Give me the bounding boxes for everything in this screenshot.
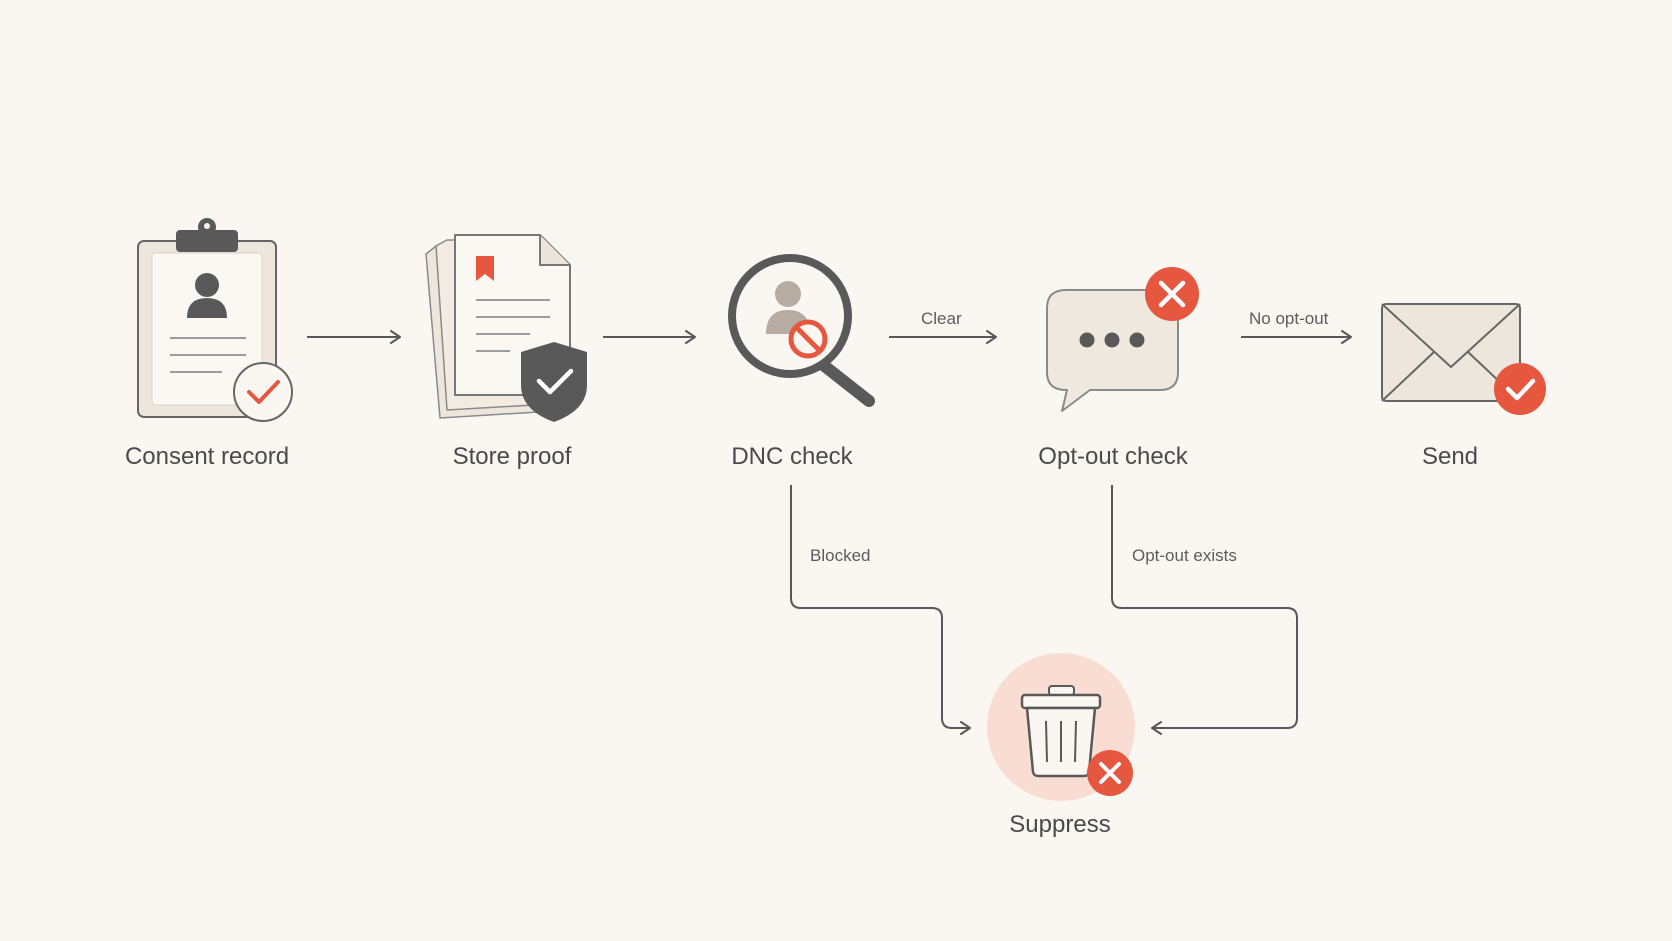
chat-bubble-x-icon xyxy=(1046,267,1199,412)
node-label-send: Send xyxy=(1421,443,1479,470)
magnifier-blocked-user-icon xyxy=(728,254,875,407)
x-badge-icon xyxy=(1087,750,1133,796)
node-label-dnc-check: DNC check xyxy=(731,443,853,470)
edge-optout-to-suppress xyxy=(1111,485,1298,735)
shield-check-icon xyxy=(521,342,587,422)
node-label-consent-record: Consent record xyxy=(124,443,290,470)
trash-x-icon xyxy=(987,653,1135,801)
check-badge-icon xyxy=(233,362,293,422)
x-badge-icon xyxy=(1145,267,1199,321)
block-badge-icon xyxy=(788,319,828,359)
node-label-suppress: Suppress xyxy=(1009,811,1111,838)
envelope-check-icon xyxy=(1381,303,1546,415)
edge-label-no-opt-out: No opt-out xyxy=(1249,309,1329,328)
clipboard-user-check-icon xyxy=(137,218,293,422)
edge-label-clear: Clear xyxy=(921,309,962,328)
node-label-opt-out-check: Opt-out check xyxy=(1038,443,1188,470)
edge-label-opt-out-exists: Opt-out exists xyxy=(1132,546,1237,565)
edge-label-blocked: Blocked xyxy=(810,546,871,565)
edge-dnc-to-suppress xyxy=(790,485,971,735)
documents-shield-icon xyxy=(425,234,587,422)
check-badge-icon xyxy=(1494,363,1546,415)
node-label-store-proof: Store proof xyxy=(452,443,572,470)
